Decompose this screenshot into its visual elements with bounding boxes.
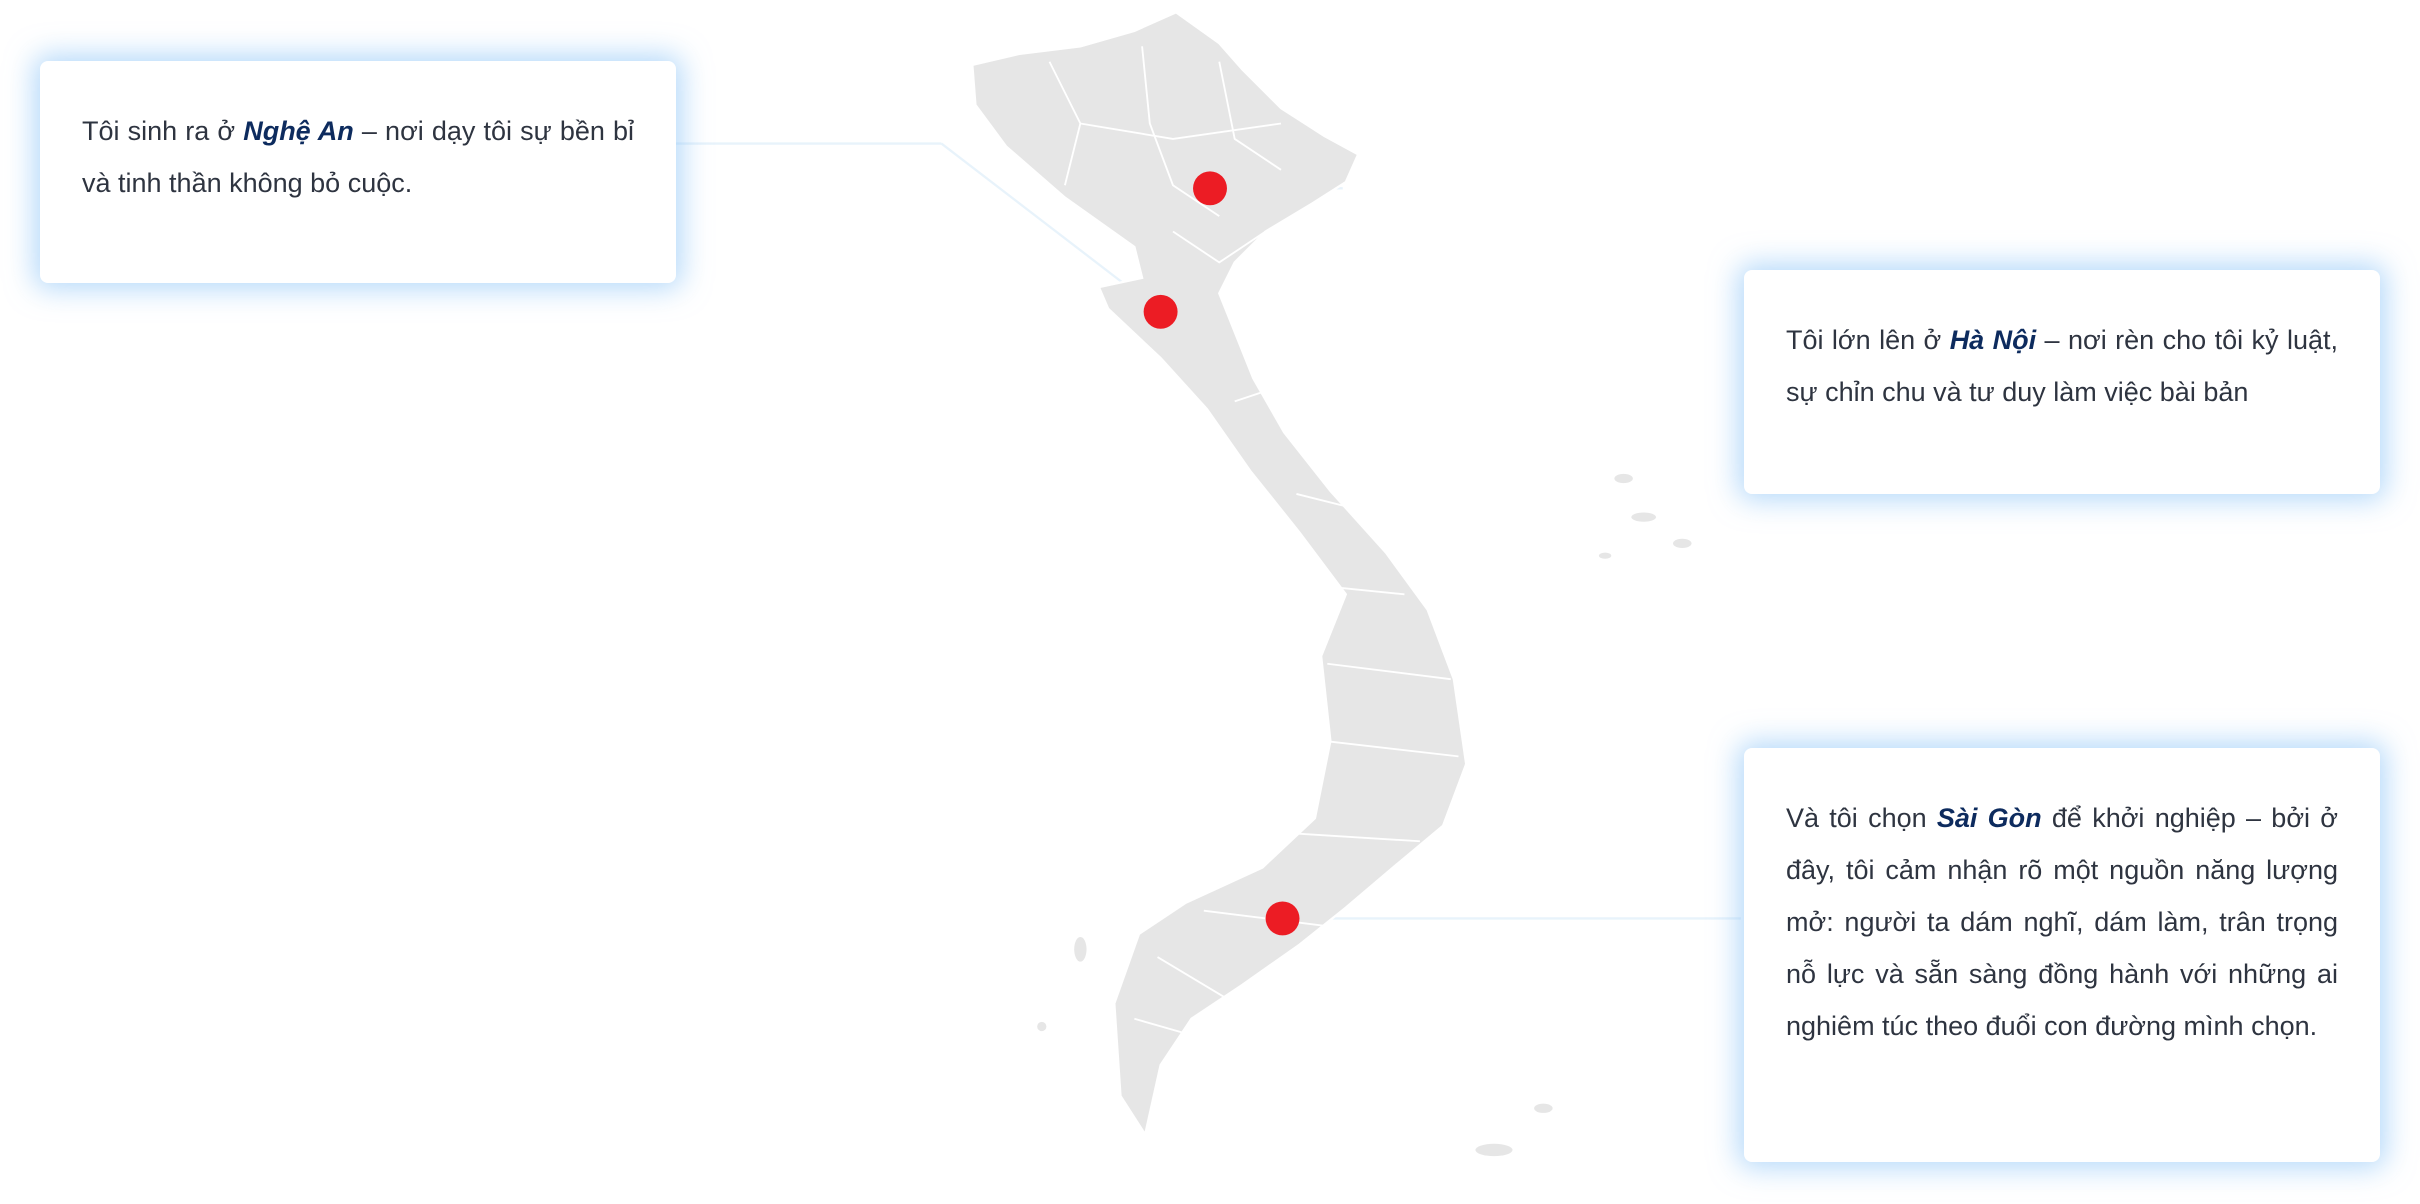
- card-text: để khởi nghiệp – bởi ở đây, tôi cảm nhận…: [1786, 803, 2338, 1041]
- card-text: Tôi sinh ra ở: [82, 116, 244, 146]
- province-borders: [1048, 46, 1459, 1036]
- story-card-sai-gon: Và tôi chọn Sài Gòn để khởi nghiệp – bởi…: [1744, 748, 2380, 1162]
- card-highlight-place: Hà Nội: [1949, 325, 2037, 355]
- card-highlight-place: Sài Gòn: [1936, 803, 2042, 833]
- card-highlight-place: Nghệ An: [243, 116, 354, 146]
- card-text: Tôi lớn lên ở: [1786, 325, 1950, 355]
- map-pin-hanoi[interactable]: [1193, 171, 1227, 206]
- card-text: – nơi dạy tôi sự bền bỉ và tinh thần khô…: [82, 116, 635, 198]
- card-text: – nơi rèn cho tôi kỷ luật, sự chỉn chu v…: [1786, 325, 2338, 407]
- map-pin-saigon[interactable]: [1265, 901, 1300, 936]
- story-card-nghe-an: Tôi sinh ra ở Nghệ An – nơi dạy tôi sự b…: [40, 61, 676, 283]
- islands: [1037, 473, 1692, 1157]
- card-text: Và tôi chọn: [1786, 803, 1937, 833]
- story-card-ha-noi: Tôi lớn lên ở Hà Nội – nơi rèn cho tôi k…: [1744, 270, 2380, 494]
- map-pin-nghe-an[interactable]: [1143, 294, 1178, 329]
